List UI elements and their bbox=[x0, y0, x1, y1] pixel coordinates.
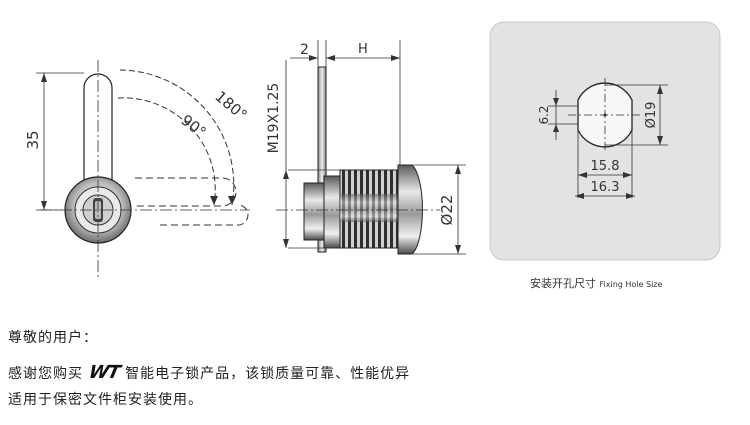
intro-line-1-before: 感谢您购买 bbox=[8, 366, 83, 382]
fixing-hole-caption: 安装开孔尺寸 Fixing Hole Size bbox=[530, 275, 662, 291]
angle-180-label: 180° bbox=[211, 87, 250, 124]
dim-h-label: H bbox=[358, 42, 368, 57]
lock-drawing: 35 180° 90° 2 H M19X1.25 bbox=[24, 21, 721, 278]
dim-outer-width-label: 16.3 bbox=[591, 180, 620, 195]
caption-english: Fixing Hole Size bbox=[599, 280, 663, 289]
rotation-arc-90 bbox=[117, 97, 216, 206]
side-body bbox=[323, 175, 341, 249]
caption-chinese: 安装开孔尺寸 bbox=[530, 277, 596, 290]
greeting-text: 尊敬的用户： bbox=[8, 330, 98, 346]
fixing-hole-panel: 6.2 Ø19 15.8 16.3 bbox=[489, 21, 721, 261]
side-view: 2 H M19X1.25 Ø22 bbox=[266, 40, 466, 255]
cam-ghost bbox=[135, 177, 237, 207]
intro-line-1-after: 智能电子锁产品，该锁质量可靠、性能优异 bbox=[125, 366, 411, 382]
side-flange bbox=[397, 164, 423, 255]
dim-flat-height-label: 6.2 bbox=[537, 105, 551, 124]
cam-ghost-lower bbox=[160, 204, 249, 226]
dim-hole-diameter-label: Ø19 bbox=[644, 102, 659, 129]
angle-90-label: 90° bbox=[178, 111, 210, 142]
side-cam-plate bbox=[317, 66, 327, 253]
brand-logo: WT bbox=[86, 362, 122, 383]
dim-diameter-label: Ø22 bbox=[438, 195, 456, 226]
rotation-arc-180 bbox=[119, 69, 235, 206]
dim-thread-label: M19X1.25 bbox=[266, 83, 282, 154]
intro-line-2: 适用于保密文件柜安装使用。 bbox=[8, 392, 203, 408]
front-view: 35 180° 90° bbox=[24, 60, 251, 278]
dim-inner-width-label: 15.8 bbox=[591, 159, 620, 174]
dim-offset-label: 2 bbox=[300, 42, 309, 58]
dim-height-label: 35 bbox=[24, 130, 42, 149]
